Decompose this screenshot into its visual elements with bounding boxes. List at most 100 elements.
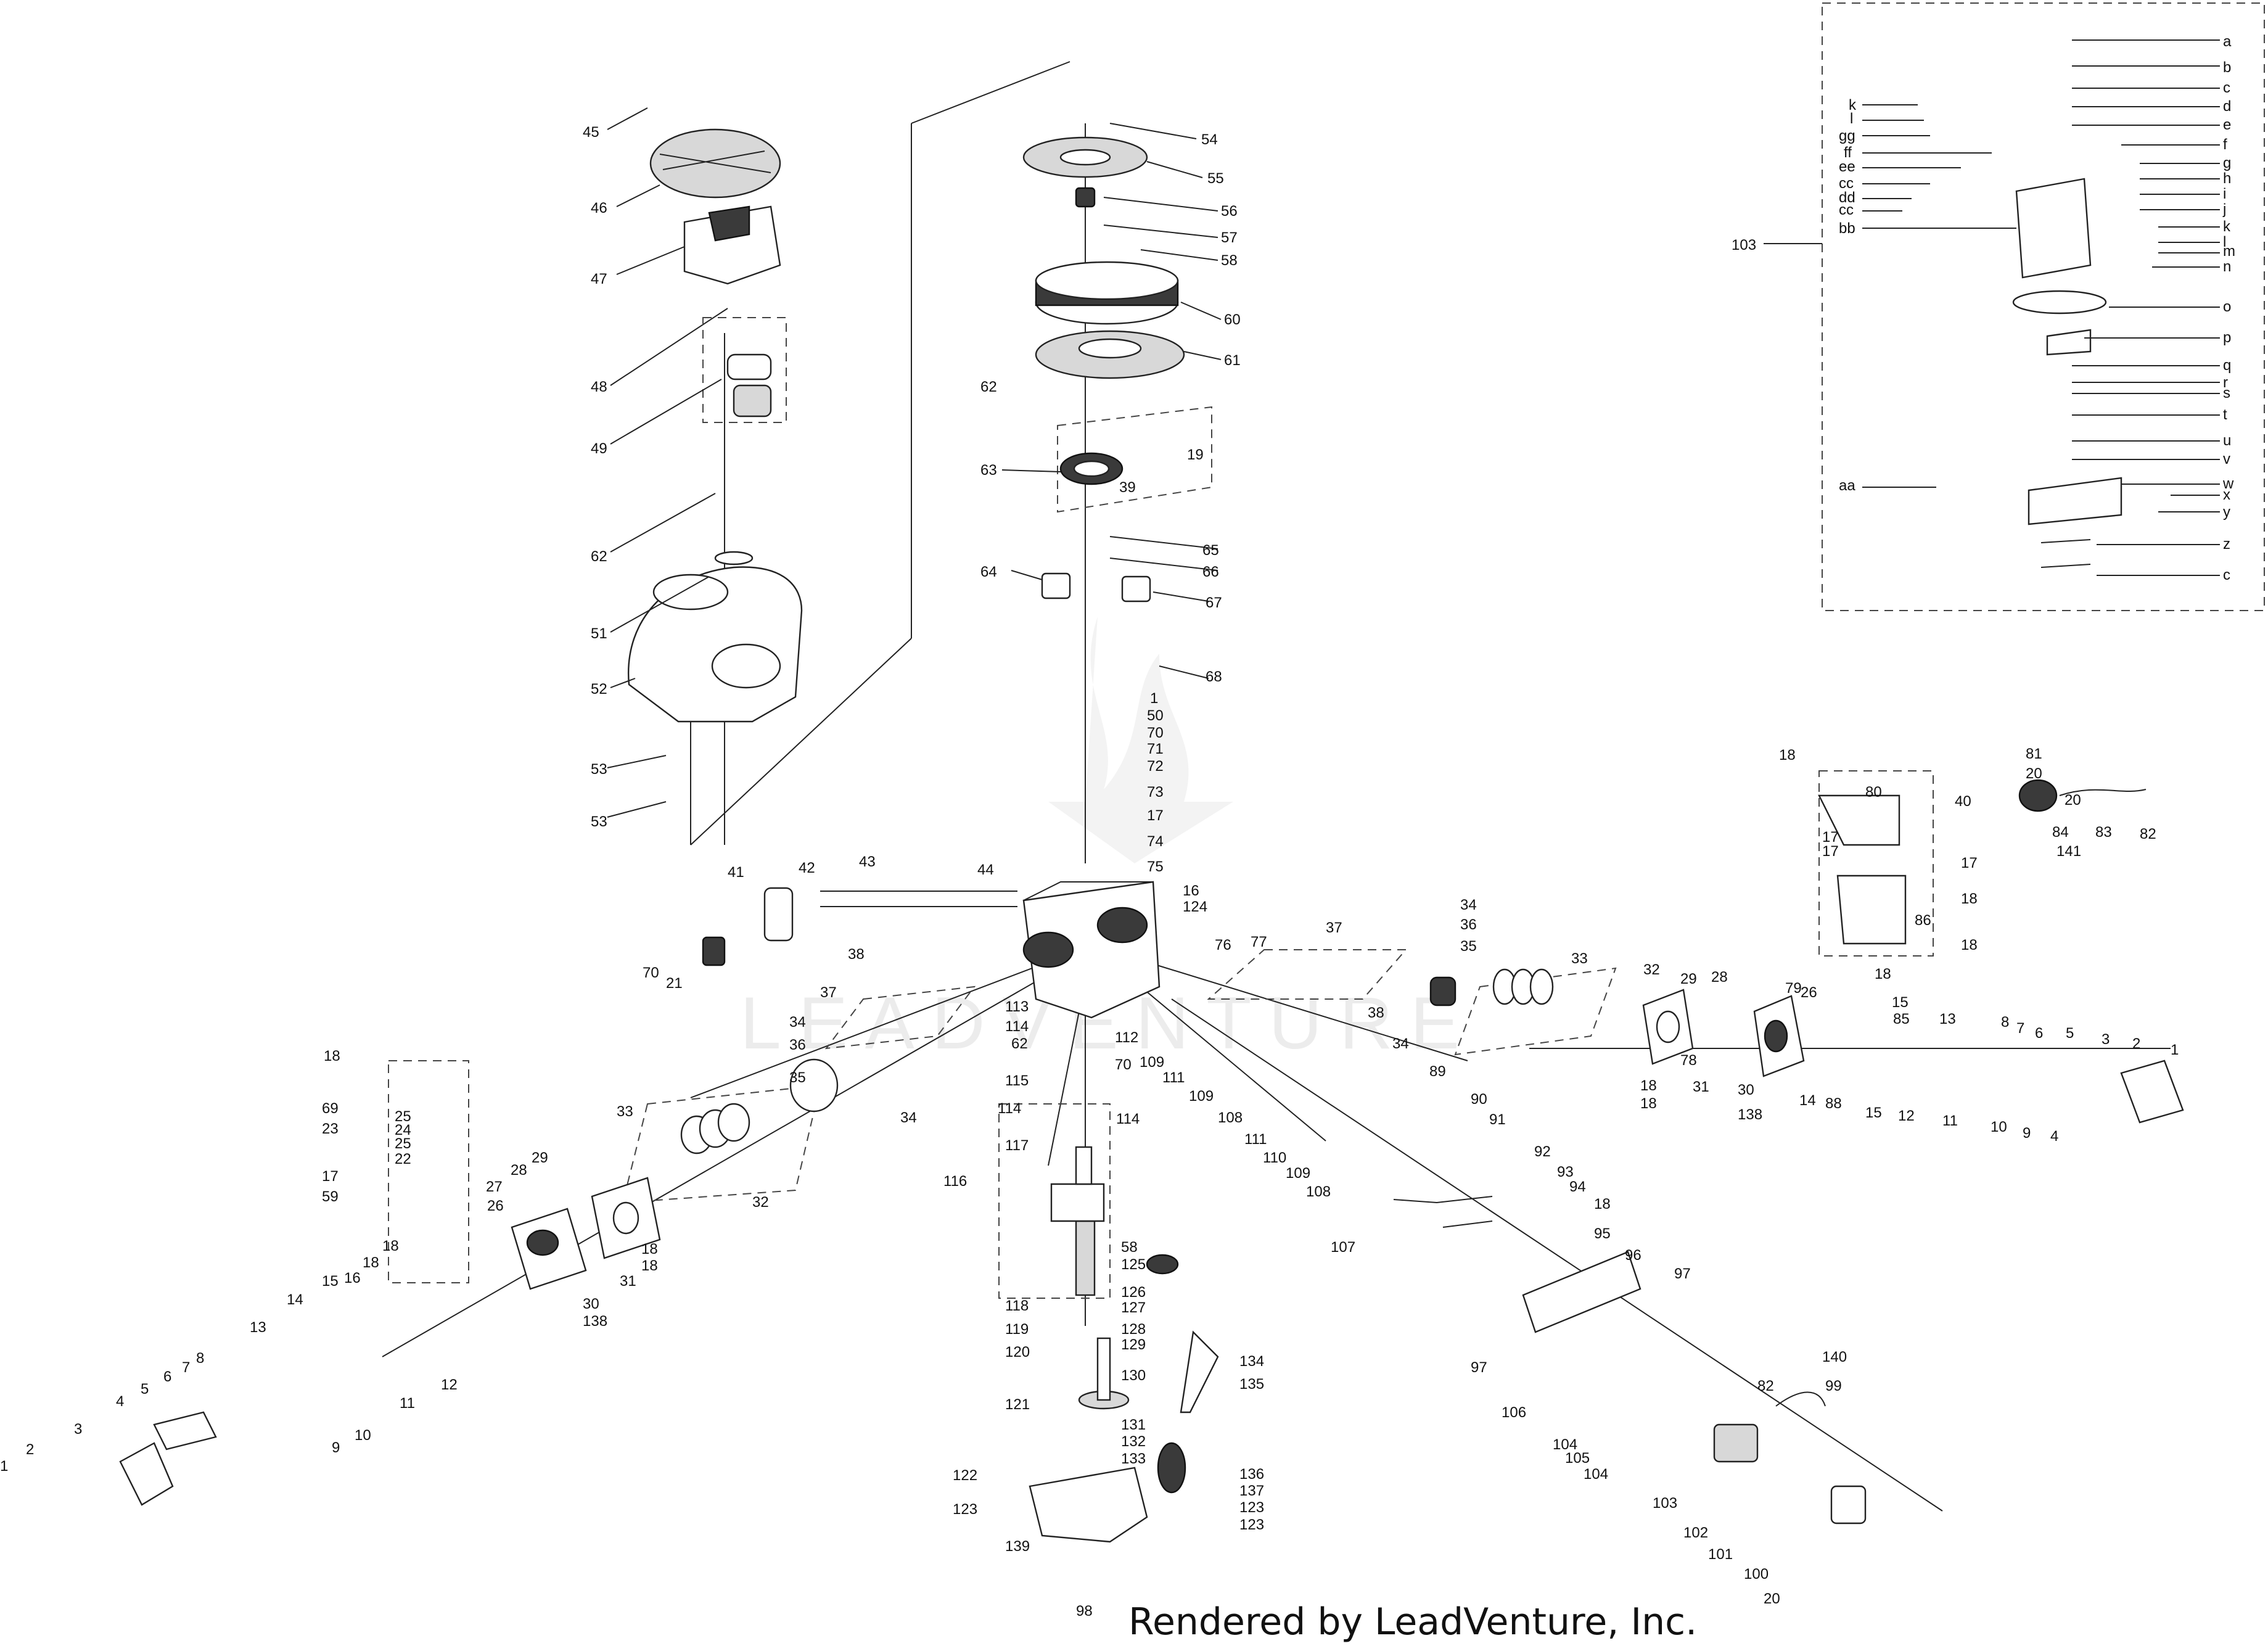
callout-14: 14 bbox=[1799, 1092, 1816, 1109]
callout-18: 18 bbox=[1961, 891, 1978, 907]
callout-17: 17 bbox=[1822, 843, 1839, 860]
callout-18: 18 bbox=[641, 1257, 658, 1274]
callout-58: 58 bbox=[1221, 252, 1238, 269]
inset-label-l: l bbox=[1850, 110, 1853, 127]
inset-label-aa: aa bbox=[1839, 477, 1855, 494]
inset-label-y: y bbox=[2223, 504, 2230, 521]
callout-8: 8 bbox=[196, 1350, 204, 1367]
footer-credit: Rendered by LeadVenture, Inc. bbox=[1128, 1600, 1698, 1644]
callout-104: 104 bbox=[1553, 1436, 1577, 1453]
callout-44: 44 bbox=[977, 862, 994, 878]
flywheel-part bbox=[1035, 330, 1185, 379]
callout-86: 86 bbox=[1915, 912, 1931, 929]
inset-label-h: h bbox=[2223, 170, 2231, 187]
inset-label-e: e bbox=[2223, 117, 2231, 133]
callout-labels: 45 46 47 48 49 62 51 52 53 53 54 55 56 5… bbox=[0, 33, 2235, 1619]
callout-102: 102 bbox=[1683, 1525, 1708, 1541]
callout-13: 13 bbox=[1939, 1011, 1956, 1027]
callout-141: 141 bbox=[2056, 843, 2081, 860]
callout-34: 34 bbox=[900, 1109, 917, 1126]
dipstick-tube-part bbox=[1180, 1330, 1219, 1414]
callout-136: 136 bbox=[1239, 1466, 1264, 1483]
callout-78: 78 bbox=[1680, 1052, 1697, 1069]
inset-label-t: t bbox=[2223, 406, 2227, 423]
callout-15: 15 bbox=[1892, 994, 1908, 1011]
carburetor-inset-part bbox=[2012, 178, 2122, 568]
callout-23: 23 bbox=[322, 1121, 339, 1137]
callout-97: 97 bbox=[1471, 1359, 1487, 1376]
callout-124: 124 bbox=[1183, 899, 1207, 915]
callout-123: 123 bbox=[953, 1501, 977, 1518]
callout-1: 1 bbox=[1150, 690, 1158, 707]
callout-18: 18 bbox=[641, 1241, 658, 1257]
callout-123: 123 bbox=[1239, 1516, 1264, 1533]
callout-96: 96 bbox=[1625, 1247, 1641, 1264]
callout-15: 15 bbox=[1865, 1105, 1882, 1121]
starter-motor-part bbox=[702, 887, 794, 966]
callout-16: 16 bbox=[344, 1270, 361, 1286]
air-cleaner-cover-part bbox=[683, 205, 781, 285]
callout-130: 130 bbox=[1121, 1367, 1146, 1384]
head-gasket-left-part bbox=[591, 1177, 661, 1259]
callout-2: 2 bbox=[26, 1441, 34, 1458]
callout-140: 140 bbox=[1822, 1349, 1847, 1365]
fuel-pump-part bbox=[2018, 779, 2147, 812]
callout-138: 138 bbox=[1738, 1106, 1762, 1123]
callout-1: 1 bbox=[2171, 1042, 2179, 1058]
callout-67: 67 bbox=[1206, 595, 1222, 611]
callout-109: 109 bbox=[1286, 1165, 1310, 1182]
callout-37: 37 bbox=[820, 984, 837, 1001]
callout-22: 22 bbox=[395, 1151, 411, 1167]
fuel-line-part bbox=[1775, 1391, 1826, 1407]
callout-11: 11 bbox=[1942, 1113, 1958, 1129]
valve-cover-right-part bbox=[2120, 1060, 2184, 1124]
callout-34: 34 bbox=[789, 1014, 806, 1031]
callout-18: 18 bbox=[324, 1048, 340, 1064]
inset-label-c: c bbox=[2223, 567, 2230, 583]
inset-label-bb: bb bbox=[1839, 220, 1855, 237]
inset-label-r: r bbox=[2223, 374, 2228, 391]
callout-40: 40 bbox=[1955, 793, 1971, 810]
blower-housing-part bbox=[627, 566, 803, 723]
inset-label-dd: dd bbox=[1839, 189, 1855, 206]
callout-2: 2 bbox=[2132, 1035, 2140, 1052]
callout-34: 34 bbox=[1460, 897, 1477, 913]
callout-99: 99 bbox=[1825, 1378, 1842, 1394]
rotating-screen-part bbox=[1022, 136, 1148, 178]
callout-9: 9 bbox=[2023, 1125, 2031, 1142]
callout-18: 18 bbox=[382, 1238, 399, 1254]
inset-label-i: i bbox=[2223, 186, 2226, 202]
callout-50: 50 bbox=[1147, 707, 1164, 724]
callout-30: 30 bbox=[583, 1296, 599, 1312]
callout-82: 82 bbox=[2140, 826, 2156, 842]
callout-3: 3 bbox=[2102, 1031, 2110, 1048]
callout-53: 53 bbox=[591, 813, 607, 830]
callout-14: 14 bbox=[287, 1291, 303, 1308]
callout-45: 45 bbox=[583, 124, 599, 141]
callout-4: 4 bbox=[2050, 1128, 2058, 1145]
cylinder-head-left-part bbox=[511, 1208, 587, 1290]
callout-29: 29 bbox=[1680, 971, 1697, 987]
callout-7: 7 bbox=[182, 1359, 190, 1376]
inset-label-p: p bbox=[2223, 329, 2231, 346]
callout-1: 1 bbox=[0, 1458, 8, 1475]
inset-label-ff: ff bbox=[1844, 144, 1852, 161]
callout-56: 56 bbox=[1221, 203, 1238, 220]
callout-18: 18 bbox=[1640, 1077, 1657, 1094]
inset-label-gg: gg bbox=[1839, 128, 1855, 144]
callout-4: 4 bbox=[116, 1393, 124, 1410]
callout-114: 114 bbox=[1116, 1111, 1140, 1127]
callout-94: 94 bbox=[1569, 1179, 1586, 1195]
dashed-groups bbox=[388, 2, 2265, 1299]
callout-53: 53 bbox=[591, 761, 607, 778]
callout-132: 132 bbox=[1121, 1433, 1146, 1450]
callout-18: 18 bbox=[1875, 966, 1891, 982]
callout-48: 48 bbox=[591, 379, 607, 395]
fan-part bbox=[1035, 261, 1179, 325]
callout-108: 108 bbox=[1306, 1183, 1331, 1200]
crankshaft-part bbox=[1050, 1146, 1105, 1296]
callout-38: 38 bbox=[848, 946, 865, 963]
inset-leaders bbox=[1764, 39, 2220, 576]
callout-133: 133 bbox=[1121, 1451, 1146, 1467]
callout-18: 18 bbox=[1594, 1196, 1611, 1212]
